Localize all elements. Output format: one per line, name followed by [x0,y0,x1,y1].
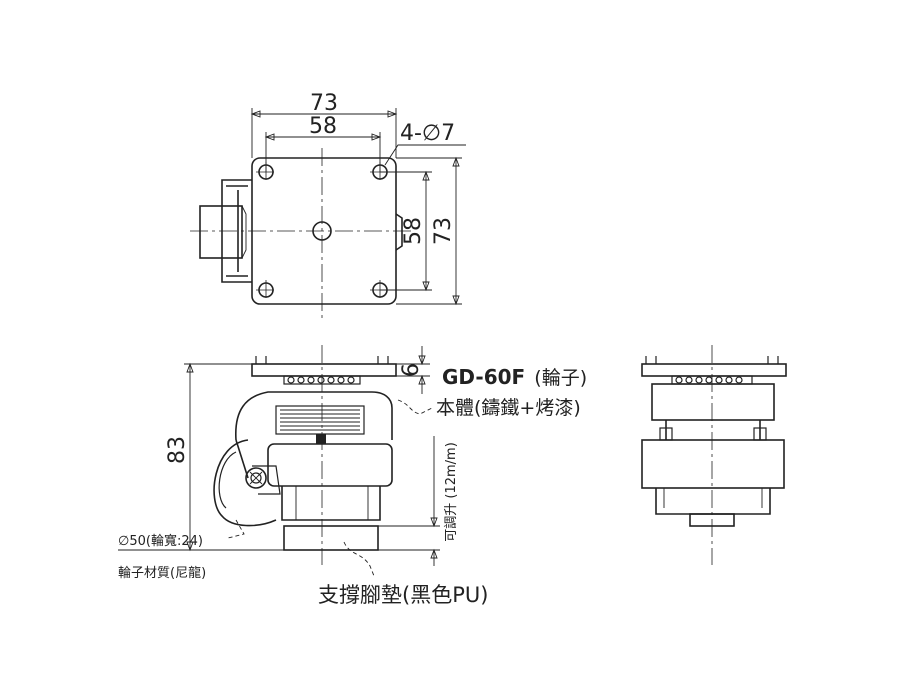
dim-holes: 4-∅7 [400,121,455,146]
model-label: GD-60F (輪子) [442,365,587,389]
top-view: 73 58 4-∅7 58 73 [190,91,466,318]
wheel-size-label: ∅50(輪寬:24) [118,533,203,549]
dim-outer-width: 73 [310,91,338,116]
dim-hole-height: 58 [401,217,426,245]
dim-plate-thickness: 6 [399,363,424,377]
wheel-material-label: 輪子材質(尼龍) [118,565,206,581]
pad-label: 支撐腳墊(黑色PU) [318,583,488,607]
front-view-pad [283,525,379,551]
dim-outer-height: 73 [431,217,456,245]
front-view-housing [267,443,393,487]
front-view-wheel [213,439,281,527]
dim-total-height: 83 [165,436,190,464]
front-view: 6 83 可調升 (12m/m) [165,345,459,577]
dim-hole-width: 58 [309,114,337,139]
front-view-body [235,391,393,441]
front-view-top-plate [251,363,397,377]
side-view-top-plate [641,363,787,377]
side-view-pad [689,513,735,527]
dim-adjust: 可調升 (12m/m) [444,442,459,542]
body-label: 本體(鑄鐵+烤漆) [436,397,581,419]
side-view [641,345,787,565]
side-view-housing [641,439,785,489]
